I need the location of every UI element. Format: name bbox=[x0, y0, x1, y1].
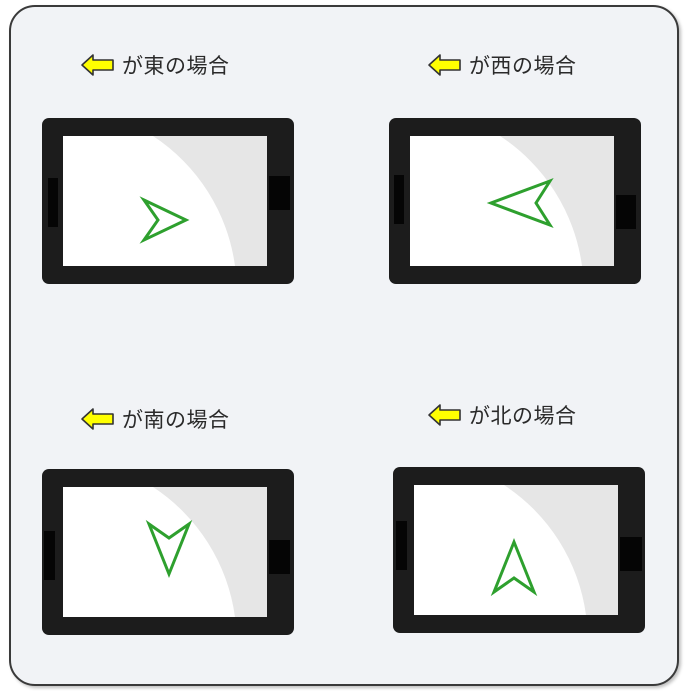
tablet bbox=[393, 467, 645, 633]
side-button-right bbox=[269, 540, 290, 574]
panel-label: が南の場合 bbox=[80, 405, 230, 433]
east-direction-arrow-icon bbox=[139, 196, 190, 244]
panel-label-text: が北の場合 bbox=[469, 404, 577, 428]
tablet-screen bbox=[414, 485, 618, 615]
screen-shading bbox=[153, 487, 267, 617]
panel-label: が東の場合 bbox=[80, 51, 230, 79]
side-button-left bbox=[48, 178, 58, 227]
panel-label-text: が南の場合 bbox=[122, 408, 230, 432]
side-button-left bbox=[44, 531, 55, 580]
panel-label-text: が西の場合 bbox=[469, 54, 577, 78]
yellow-left-arrow-icon bbox=[428, 54, 461, 76]
tablet bbox=[389, 118, 641, 284]
tablet-screen bbox=[63, 136, 267, 266]
side-button-left bbox=[394, 175, 404, 224]
tablet-screen bbox=[63, 487, 267, 617]
south-direction-arrow-icon bbox=[145, 519, 193, 579]
side-button-right bbox=[620, 537, 642, 571]
yellow-left-arrow-icon bbox=[81, 408, 114, 430]
tablet bbox=[42, 469, 294, 635]
yellow-left-arrow-icon bbox=[428, 404, 461, 426]
screen-shading bbox=[500, 136, 614, 266]
screen-shading bbox=[504, 485, 618, 615]
side-button-right bbox=[616, 195, 636, 229]
side-button-right bbox=[269, 176, 290, 210]
panel-label: が北の場合 bbox=[427, 401, 577, 429]
north-direction-arrow-icon bbox=[490, 537, 538, 597]
west-direction-arrow-icon bbox=[486, 178, 554, 228]
tablet-screen bbox=[410, 136, 614, 266]
tablet bbox=[42, 118, 294, 284]
side-button-left bbox=[396, 521, 407, 570]
yellow-left-arrow-icon bbox=[81, 54, 114, 76]
panel-label-text: が東の場合 bbox=[122, 54, 230, 78]
screen-shading bbox=[153, 136, 267, 266]
panel-label: が西の場合 bbox=[427, 51, 577, 79]
